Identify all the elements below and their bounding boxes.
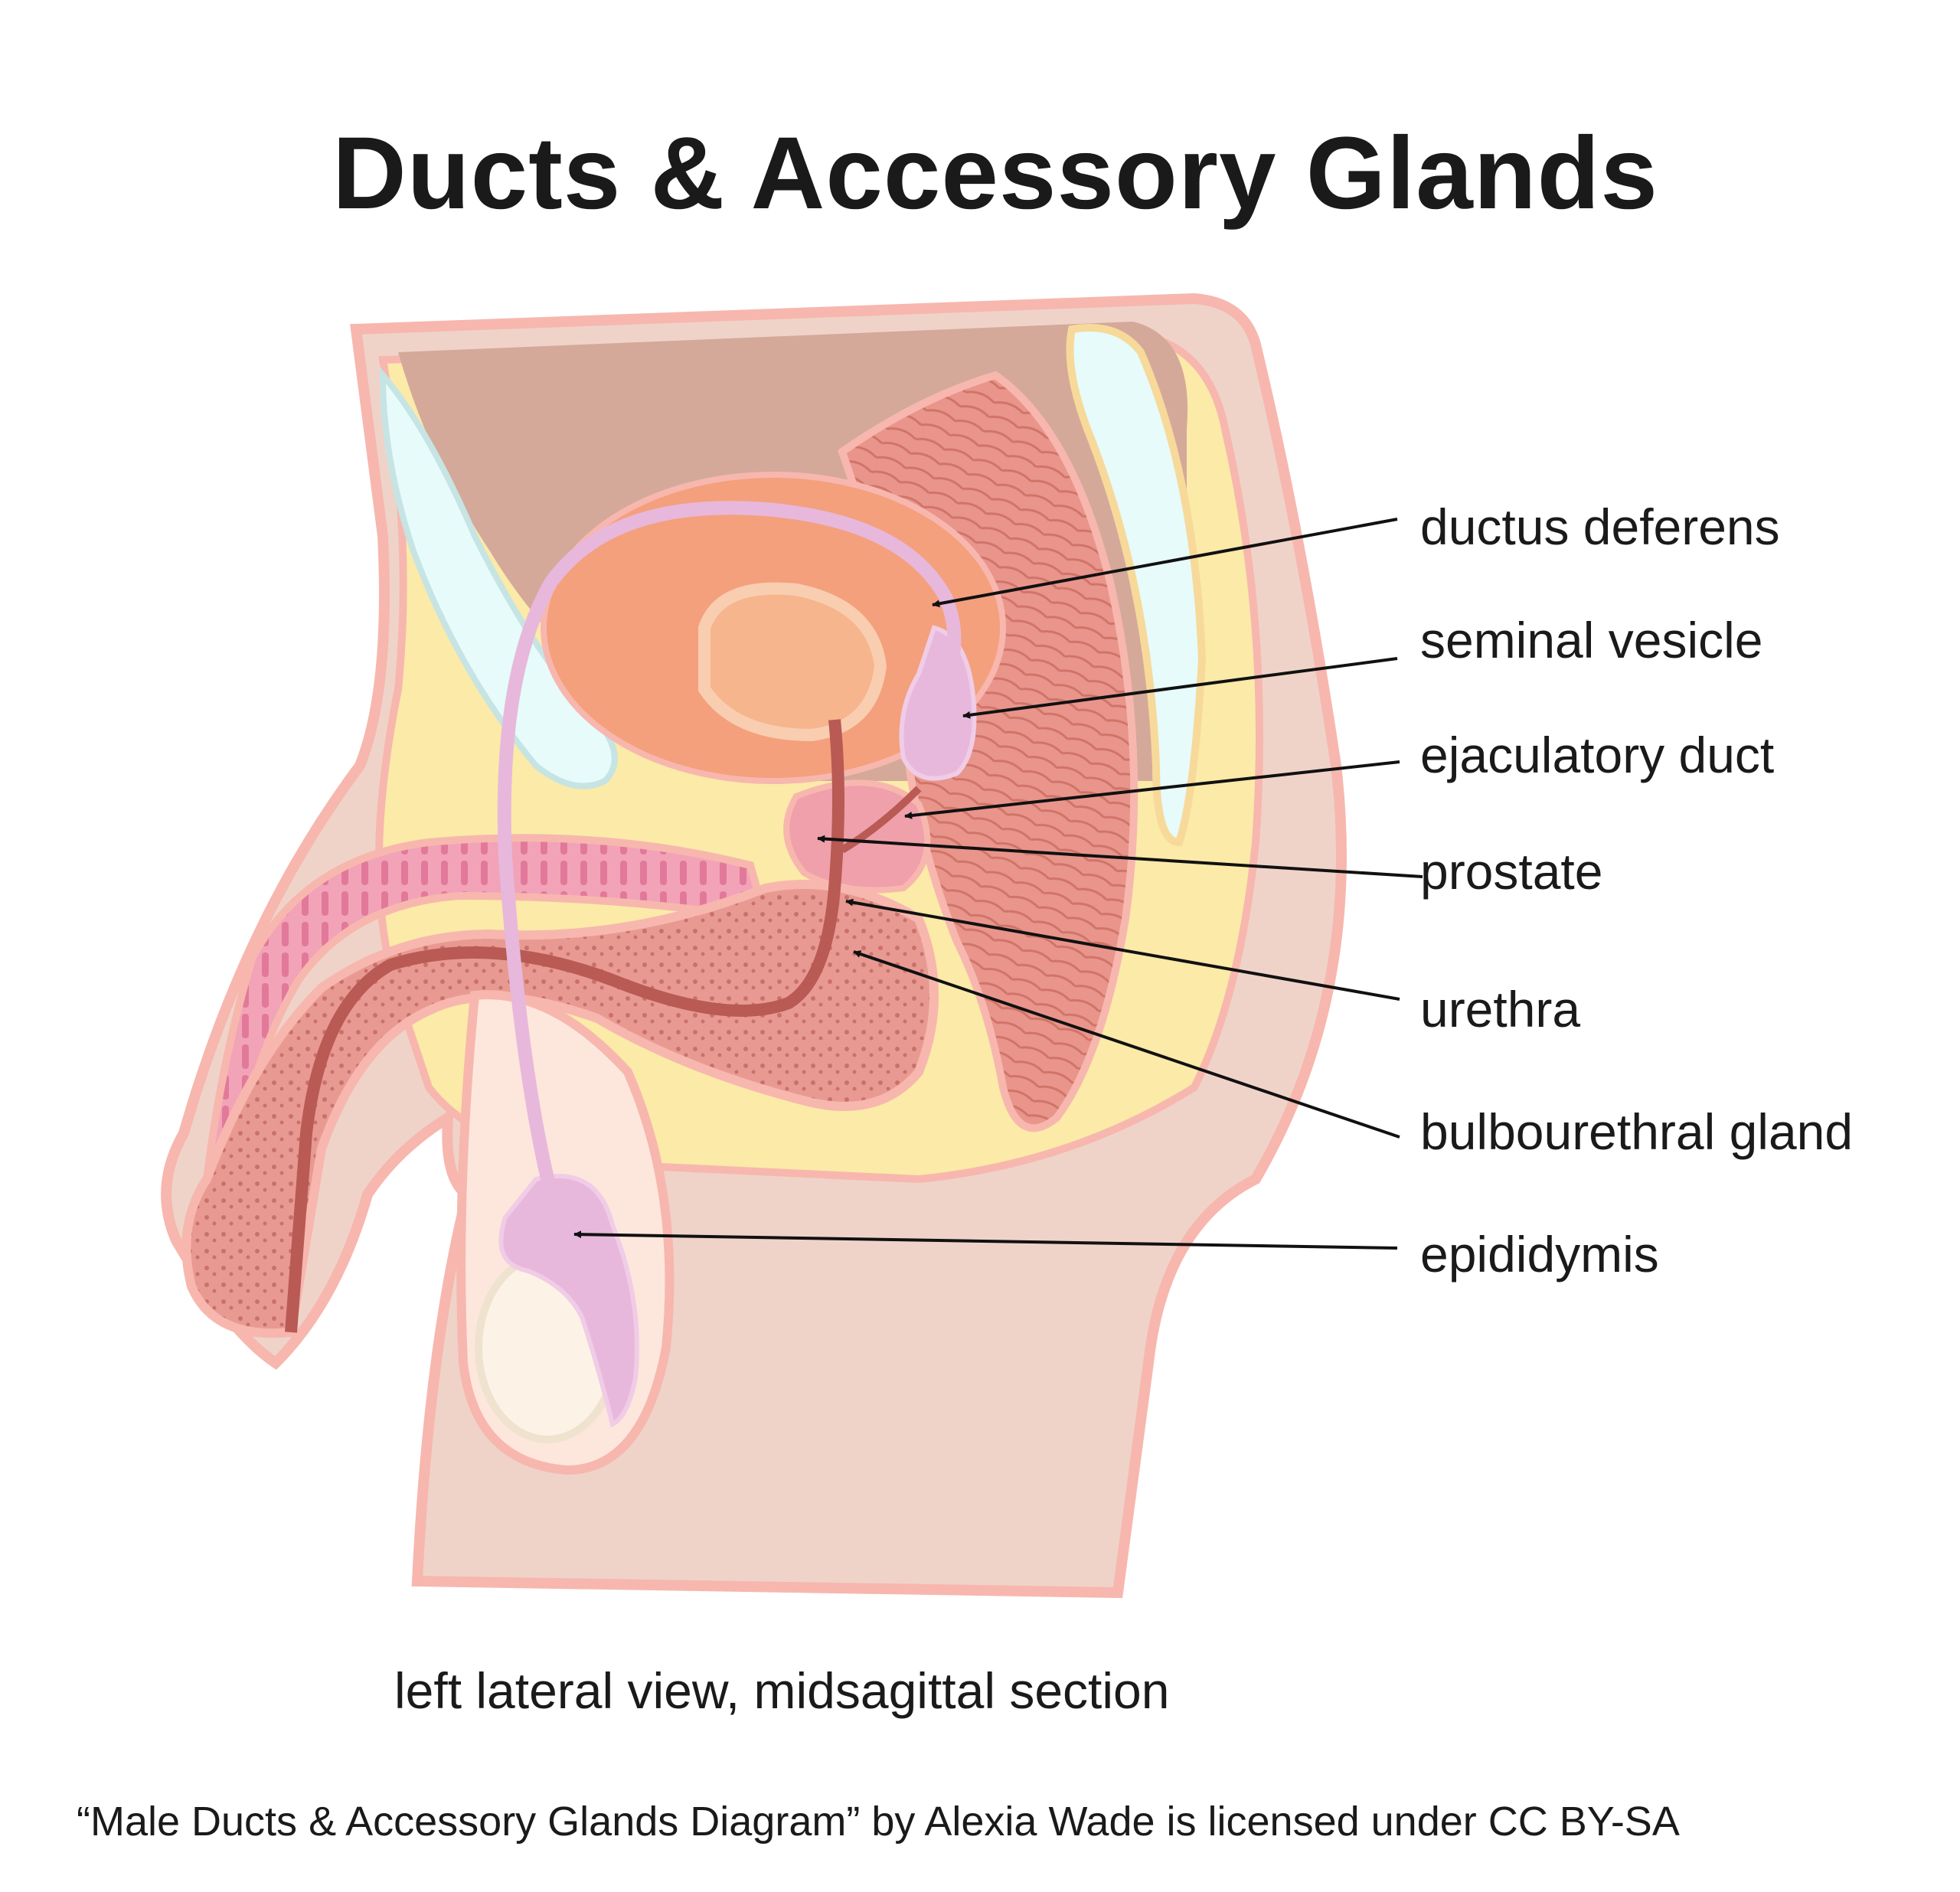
ejaculatory-duct-shape — [840, 786, 922, 854]
leader-ejaculatory-duct — [904, 760, 1400, 819]
sacrum — [1066, 324, 1207, 847]
label-prostate: prostate — [1420, 843, 1603, 900]
label-ejaculatory-duct: ejaculatory duct — [1420, 727, 1775, 783]
leader-lines — [573, 518, 1423, 1250]
leader-epididymis — [573, 1230, 1398, 1250]
urinary-bladder — [541, 472, 1006, 784]
diagram-title: Ducts & Accessory Glands — [332, 116, 1658, 230]
epididymis-shape — [498, 1174, 639, 1428]
view-caption: left lateral view, midsagittal section — [394, 1662, 1170, 1719]
label-ductus-deferens: ductus deferens — [1420, 498, 1780, 555]
label-bulbourethral-gland: bulbourethral gland — [1420, 1103, 1854, 1160]
urethra-duct — [285, 719, 844, 1333]
license-credit: “Male Ducts & Accessory Glands Diagram” … — [77, 1799, 1680, 1845]
scrotum — [456, 990, 675, 1475]
corpus-spongiosum — [181, 880, 939, 1338]
leader-bulbourethral-gland — [853, 950, 1400, 1139]
leader-prostate — [817, 835, 1423, 878]
ductus-deferens-tube — [497, 501, 962, 1197]
penis — [181, 834, 939, 1338]
leader-urethra — [845, 898, 1400, 1001]
leader-seminal-vesicle — [962, 657, 1398, 719]
leader-ductus-deferens — [932, 518, 1398, 608]
label-seminal-vesicle: seminal vesicle — [1420, 612, 1763, 668]
label-urethra: urethra — [1420, 981, 1581, 1037]
label-epididymis: epididymis — [1420, 1226, 1659, 1283]
